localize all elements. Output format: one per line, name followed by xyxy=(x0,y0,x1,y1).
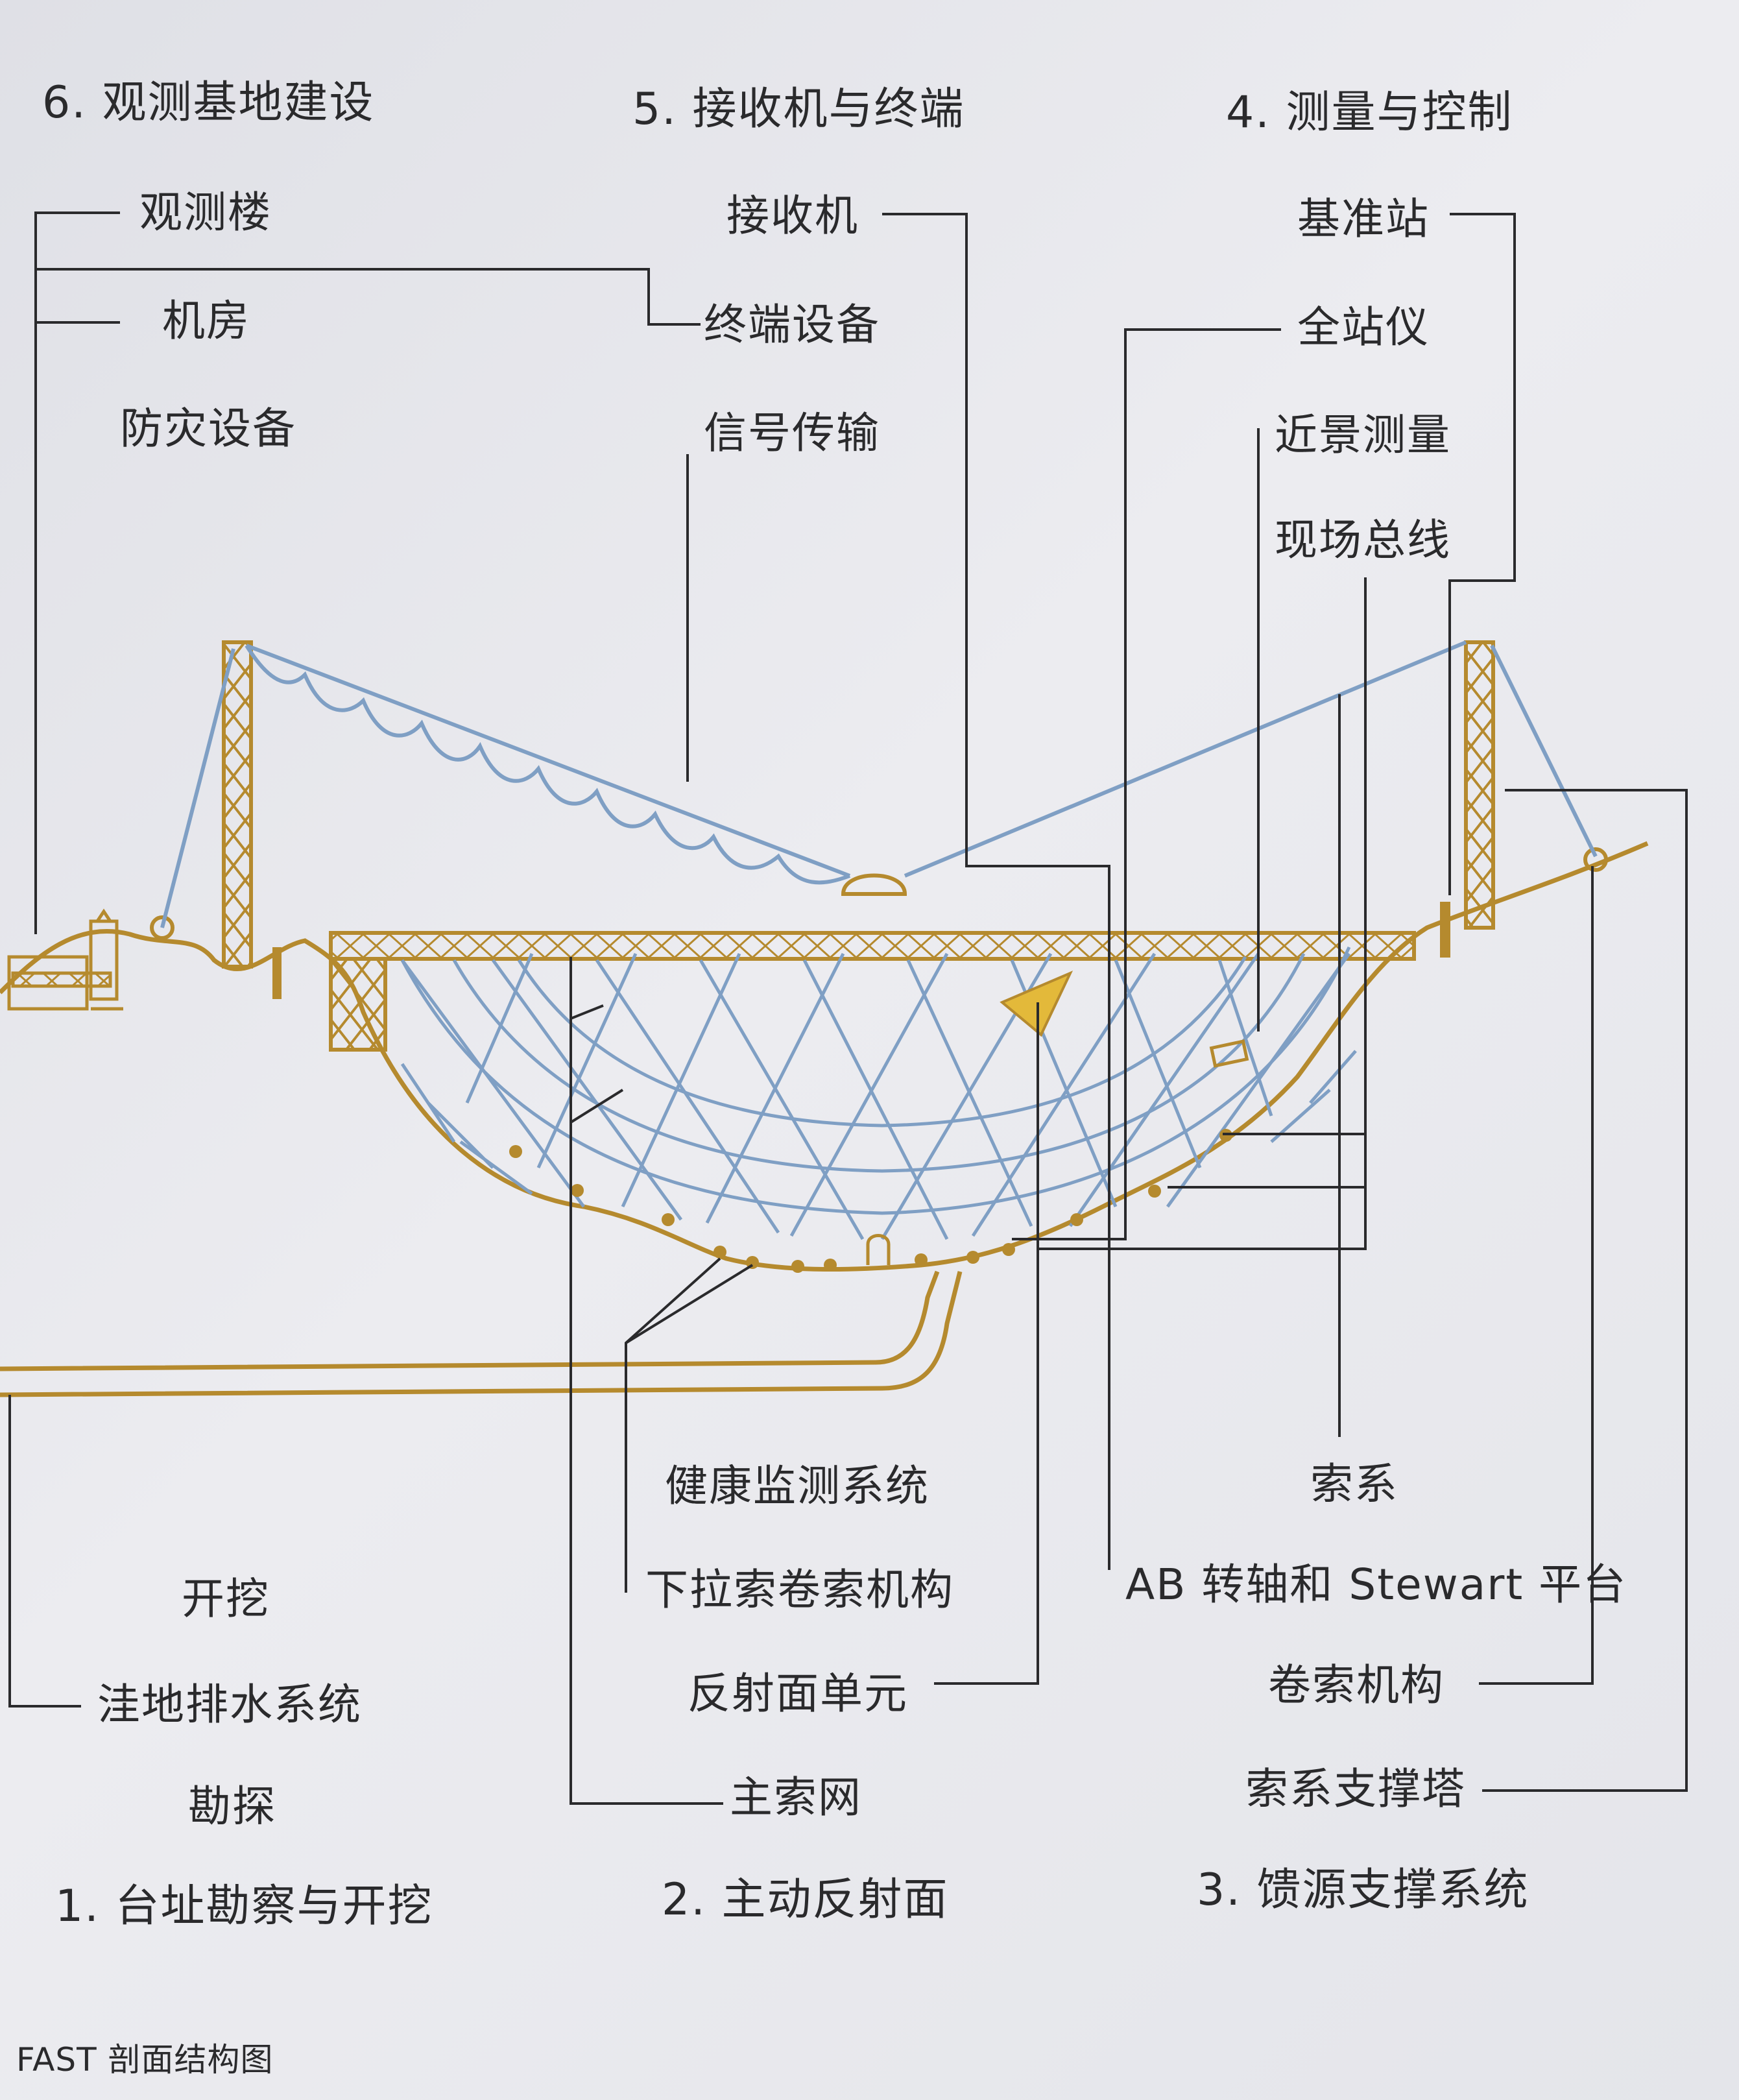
group-6-title: 6. 观测基地建设 xyxy=(42,77,375,128)
ring-beam-left-column xyxy=(329,957,387,1052)
total-station xyxy=(1209,1039,1249,1068)
drainage-tunnel xyxy=(0,1270,963,1397)
item-reflector-unit: 反射面单元 xyxy=(688,1669,908,1719)
item-receiver: 接收机 xyxy=(726,191,859,241)
item-machine-room: 机房 xyxy=(162,296,250,346)
group-2-title: 2. 主动反射面 xyxy=(662,1874,949,1925)
bottom-receiver-cabin xyxy=(866,1234,891,1265)
item-signal-transmission: 信号传输 xyxy=(704,408,880,458)
right-support-tower xyxy=(1464,640,1495,930)
feed-cabin xyxy=(841,873,907,896)
item-winch-mechanism: 卷索机构 xyxy=(1268,1660,1445,1710)
feed-support-cables xyxy=(160,640,1598,928)
observation-building xyxy=(7,908,123,1011)
reflector-panel xyxy=(1000,971,1073,1037)
item-downhaul-winch: 下拉索卷索机构 xyxy=(645,1565,954,1615)
group-1-title: 1. 台址勘察与开挖 xyxy=(55,1881,433,1932)
item-reference-station: 基准站 xyxy=(1297,194,1430,244)
item-depression-drainage: 洼地排水系统 xyxy=(97,1680,362,1730)
item-close-range-measurement: 近景测量 xyxy=(1275,410,1451,460)
group-3-title: 3. 馈源支撑系统 xyxy=(1197,1865,1529,1916)
item-fieldbus: 现场总线 xyxy=(1275,515,1451,565)
item-cable-system: 索系 xyxy=(1310,1459,1398,1509)
item-disaster-prevention: 防灾设备 xyxy=(120,404,296,453)
right-winch xyxy=(1440,902,1450,958)
item-main-cable-net: 主索网 xyxy=(730,1772,862,1822)
left-support-tower xyxy=(222,640,253,969)
item-cable-support-tower: 索系支撑塔 xyxy=(1245,1764,1466,1814)
group-4-title: 4. 测量与控制 xyxy=(1226,87,1513,138)
item-observation-building: 观测楼 xyxy=(139,187,272,237)
item-total-station: 全站仪 xyxy=(1297,302,1430,352)
actuator-winches xyxy=(509,1129,1232,1273)
item-terminal-equipment: 终端设备 xyxy=(704,300,880,350)
right-pulley xyxy=(1583,847,1608,872)
item-ab-rotator-stewart: AB 转轴和 Stewart 平台 xyxy=(1125,1560,1627,1610)
leader-lines xyxy=(8,211,1688,1805)
left-pulley xyxy=(150,915,174,940)
main-cable-net xyxy=(400,946,1357,1240)
group-5-title: 5. 接收机与终端 xyxy=(632,84,965,135)
figure-caption: FAST 剖面结构图 xyxy=(16,2041,274,2079)
item-excavation: 开挖 xyxy=(182,1574,270,1624)
left-winch xyxy=(272,947,282,999)
item-exploration: 勘探 xyxy=(188,1781,276,1831)
ring-beam xyxy=(329,931,1416,961)
item-health-monitoring: 健康监测系统 xyxy=(665,1461,929,1511)
